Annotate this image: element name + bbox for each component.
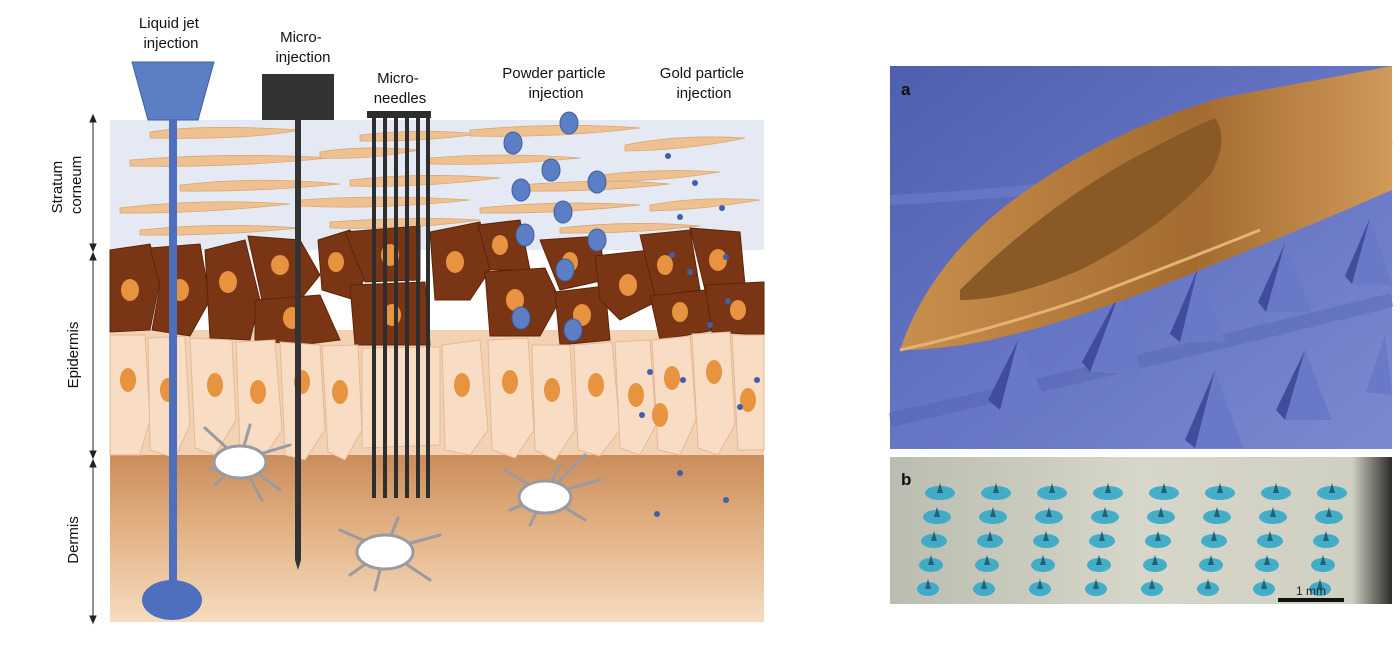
needle-tip — [1149, 579, 1155, 589]
basal-nuclei — [120, 360, 756, 427]
needle-tip — [1046, 507, 1052, 517]
label-epidermis: Epidermis — [65, 322, 82, 389]
needle-tip — [1323, 531, 1329, 541]
needle-tip — [1102, 507, 1108, 517]
needle-tip — [1093, 579, 1099, 589]
needle-tip — [1264, 555, 1270, 565]
micro-injection-device — [262, 74, 334, 570]
label-stratum-corneum: Stratum corneum — [49, 156, 85, 214]
needle-tip — [993, 483, 999, 493]
scale-bar — [1278, 598, 1344, 602]
dendritic-cells — [203, 423, 602, 592]
dendritic-cell — [503, 453, 602, 527]
needle-tip — [1096, 555, 1102, 565]
skin-cross-section — [109, 61, 765, 622]
needle-tip — [1049, 483, 1055, 493]
needle-tip — [1317, 579, 1323, 589]
needle-tip — [984, 555, 990, 565]
needle-tip — [1329, 483, 1335, 493]
label-powder-particle: Powder particle injection — [502, 65, 610, 102]
liquid-jet-injector — [131, 61, 215, 620]
microneedle-array — [367, 111, 431, 498]
needle-tip — [987, 531, 993, 541]
needle-tip — [1205, 579, 1211, 589]
needle-tip — [1273, 483, 1279, 493]
needle-tip — [1208, 555, 1214, 565]
needle-tip — [1155, 531, 1161, 541]
label-dermis: Dermis — [65, 516, 82, 564]
microneedle-pyramids — [988, 218, 1392, 448]
label-micro-needles: Micro- needles — [374, 70, 427, 107]
needle-tip — [931, 531, 937, 541]
needle-tip — [1261, 579, 1267, 589]
needle-tip — [990, 507, 996, 517]
needle-tip — [1043, 531, 1049, 541]
needle-tip — [934, 507, 940, 517]
label-liquid-jet: Liquid jet injection — [139, 15, 203, 52]
needle-tip — [1217, 483, 1223, 493]
needle-tip — [1040, 555, 1046, 565]
basal-cells — [109, 331, 765, 461]
needle-tip — [1099, 531, 1105, 541]
panel-a-letter: a — [901, 80, 911, 99]
granular-nuclei — [121, 235, 746, 329]
dendritic-cell — [338, 516, 442, 592]
needle-tip — [1267, 531, 1273, 541]
panel-b-letter: b — [901, 470, 911, 489]
panel-a-micrograph — [888, 66, 1394, 449]
needle-tip — [1152, 555, 1158, 565]
needle-tip — [1105, 483, 1111, 493]
needle-tip — [925, 579, 931, 589]
needle-tip — [937, 483, 943, 493]
needle-tip — [1158, 507, 1164, 517]
label-micro-injection: Micro- injection — [275, 29, 330, 66]
layer-brackets — [89, 113, 97, 625]
needle-tip — [1270, 507, 1276, 517]
powder-particles — [503, 111, 607, 342]
needle-tip — [1211, 531, 1217, 541]
scale-bar-label: 1 mm — [1296, 584, 1326, 598]
hypodermic-needle — [899, 66, 1392, 352]
dendritic-cell — [203, 423, 292, 502]
label-gold-particle: Gold particle injection — [660, 65, 748, 102]
panel-b-photo — [890, 457, 1392, 604]
gold-particles — [639, 153, 760, 517]
microneedle-dye-grid — [917, 483, 1347, 596]
needle-tip — [1214, 507, 1220, 517]
needle-tip — [1161, 483, 1167, 493]
dermis-layer — [110, 440, 764, 622]
needle-tip — [928, 555, 934, 565]
needle-tip — [1320, 555, 1326, 565]
needle-tip — [1037, 579, 1043, 589]
needle-tip — [1326, 507, 1332, 517]
needle-tip — [981, 579, 987, 589]
